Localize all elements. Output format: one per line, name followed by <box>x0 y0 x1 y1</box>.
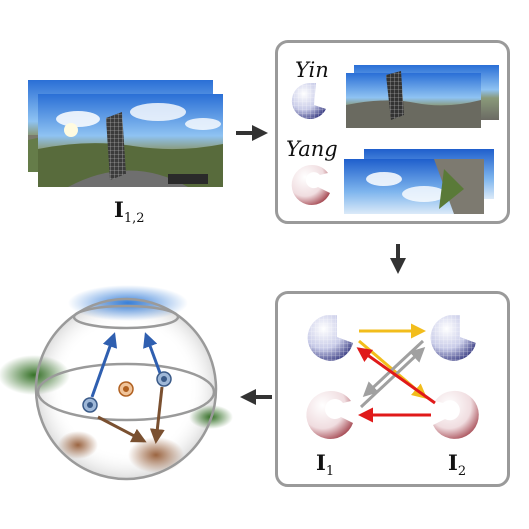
gray-arrow-down <box>362 339 425 398</box>
brown-arrow-left <box>97 415 147 443</box>
sphere-cap-ring <box>72 304 180 330</box>
flow-arrow-left <box>240 389 272 405</box>
flow-arrow-down <box>390 244 406 274</box>
gray-arrow-up <box>359 346 426 409</box>
pairing-panel: I1 I2 <box>275 291 510 487</box>
blue-blob <box>68 285 188 321</box>
yang-sphere-2-icon <box>433 390 479 439</box>
yang-panorama-image <box>344 149 494 214</box>
yang-label: Yang <box>286 137 338 161</box>
yin-sphere-2-icon <box>430 315 476 361</box>
yang-sphere-1-icon <box>306 390 353 439</box>
blue-arrow-left <box>90 332 118 398</box>
camera-marker-left-icon <box>82 397 98 413</box>
input-label: I1,2 <box>114 197 145 227</box>
green-blob-left <box>0 355 70 395</box>
yin-panorama-image <box>346 65 499 128</box>
pair-label-1: I1 <box>316 450 335 480</box>
pair-label-2: I2 <box>448 450 467 480</box>
pairing-diagram <box>306 315 479 439</box>
panorama-front-image <box>38 94 223 187</box>
yin-sphere-1-icon <box>307 315 353 361</box>
sphere-diagram <box>0 285 233 481</box>
camera-marker-center-icon <box>118 381 134 397</box>
yin-sphere-icon <box>291 82 326 119</box>
yin-label: Yin <box>295 58 329 82</box>
brown-blob-right <box>128 437 184 473</box>
blue-arrow-right <box>143 332 162 374</box>
brown-blob-left <box>58 431 98 459</box>
yinyang-panel: Yin Yang <box>275 40 510 224</box>
red-arrow-diagonal <box>356 347 436 405</box>
sphere-equator <box>36 362 216 422</box>
yang-sphere-icon <box>291 164 330 205</box>
brown-arrow-right <box>149 386 165 444</box>
camera-marker-right-icon <box>156 371 172 387</box>
flow-arrow-right <box>236 125 268 141</box>
input-panorama-pair <box>26 80 226 188</box>
sphere-outline <box>34 297 218 481</box>
